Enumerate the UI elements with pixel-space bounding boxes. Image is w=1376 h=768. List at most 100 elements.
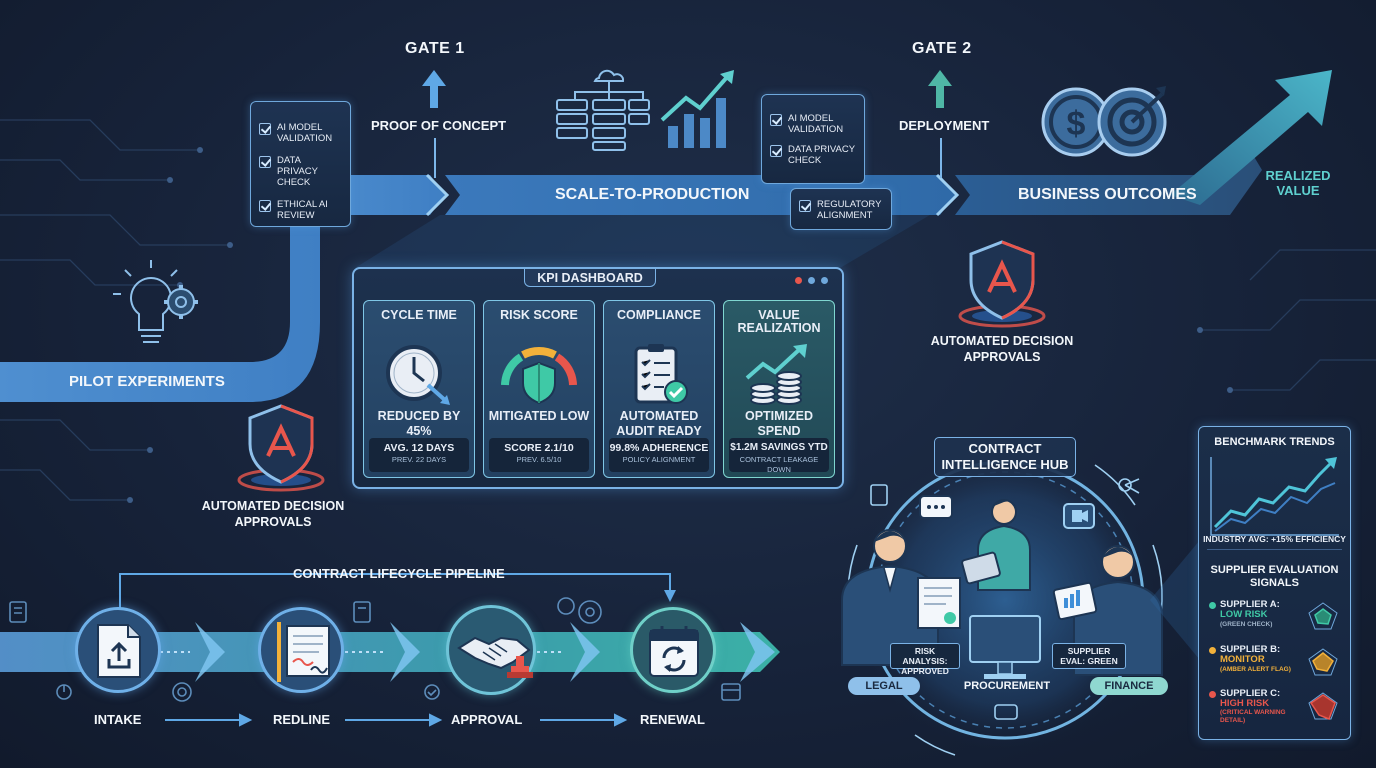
stage-realized-label: REALIZED VALUE	[1265, 168, 1331, 198]
hub-connector	[1150, 540, 1200, 660]
supplier-name: SUPPLIER B:	[1220, 644, 1281, 655]
stage-outcomes-label: BUSINESS OUTCOMES	[1018, 186, 1197, 203]
role-legal: LEGAL	[848, 677, 920, 695]
signals-title: SUPPLIER EVALUATION SIGNALS	[1210, 564, 1339, 589]
hub-title: CONTRACT INTELLIGENCE HUB	[941, 441, 1069, 472]
window-controls	[795, 277, 828, 284]
growth-chart-icon	[660, 70, 734, 148]
kpi-card-tiny: PREV. 6.5/10	[516, 455, 562, 464]
kpi-card-cycle-time: CYCLE TIME REDUCED BY 45% AVG. 12 DAYS P…	[363, 300, 475, 478]
kpi-card-title: RISK SCORE	[500, 308, 578, 322]
pipeline-step-label: INTAKE	[94, 712, 142, 727]
lightbulb-gear-icon	[113, 260, 198, 343]
supplier-note: (AMBER ALERT FLAG)	[1220, 666, 1291, 673]
checklist-item: DATA PRIVACY CHECK	[770, 144, 857, 166]
gate-2-title: GATE 2	[912, 40, 972, 57]
role-procurement: PROCUREMENT	[963, 680, 1051, 692]
kpi-card-tiny: CONTRACT LEAKAGE DOWN	[739, 455, 819, 474]
up-arrow-icon	[928, 70, 952, 108]
role-finance: FINANCE	[1090, 677, 1168, 695]
benchmark-trend-chart	[1210, 457, 1339, 536]
supplier-c-radar-icon	[1308, 692, 1338, 720]
supplier-eval-tag: SUPPLIER EVAL: GREEN	[1052, 643, 1126, 669]
pipeline-step-label: APPROVAL	[451, 712, 523, 727]
kpi-card-tiny: POLICY ALIGNMENT	[622, 455, 696, 464]
calendar-refresh-icon	[649, 626, 699, 677]
window-dot-icon	[795, 277, 802, 284]
checkbox-checked-icon	[259, 200, 271, 212]
kpi-card-footer: $1.2M SAVINGS YTD CONTRACT LEAKAGE DOWN	[729, 438, 829, 474]
checklist-item-label: REGULATORY ALIGNMENT	[817, 199, 882, 221]
server-cloud-icon	[556, 69, 650, 151]
kpi-card-sub: SCORE 2.1/10	[504, 442, 574, 454]
clock-icon	[364, 339, 474, 409]
kpi-dashboard-title: KPI DASHBOARD	[524, 269, 656, 287]
pipeline-graphic	[0, 573, 780, 727]
checklist-item-label: DATA PRIVACY CHECK	[788, 144, 855, 166]
checkbox-checked-icon	[799, 200, 811, 212]
stage-scale-label: SCALE-TO-PRODUCTION	[555, 186, 750, 203]
pipeline-step-label: REDLINE	[273, 712, 331, 727]
kpi-card-sub: 99.8% ADHERENCE	[609, 442, 709, 454]
approvals-right-label: AUTOMATED DECISION APPROVALS	[930, 334, 1074, 364]
benchmark-panel: BENCHMARK TRENDS INDUSTRY AVG: +15% EFFI…	[1198, 426, 1351, 740]
supplier-status: LOW RISK	[1220, 609, 1268, 620]
shield-approval-icon	[237, 404, 325, 492]
clipboard-check-icon	[604, 339, 714, 409]
checklist-item: ETHICAL AI REVIEW	[259, 199, 343, 221]
approvals-left-label: AUTOMATED DECISION APPROVALS	[201, 499, 345, 529]
checklist-item: AI MODEL VALIDATION	[770, 113, 857, 135]
pipeline-step-redline[interactable]	[258, 607, 344, 693]
hub-title-box	[934, 437, 1076, 477]
kpi-card-main: REDUCED BY 45%	[377, 409, 461, 438]
shield-approval-icon	[958, 240, 1046, 328]
gate-1-label: PROOF OF CONCEPT	[371, 118, 507, 133]
checklist-item: DATA PRIVACY CHECK	[259, 155, 343, 188]
status-dot-icon	[1209, 691, 1216, 698]
kpi-card-risk-score: RISK SCORE MITIGATED LOW SCORE 2.1/10 PR…	[483, 300, 595, 478]
checklist-item-label: AI MODEL VALIDATION	[277, 122, 333, 144]
supplier-name: SUPPLIER A:	[1220, 599, 1280, 610]
risk-analysis-text: RISK ANALYSIS: APPROVED	[901, 646, 949, 676]
pipeline-step-intake[interactable]	[75, 607, 161, 693]
supplier-name: SUPPLIER C:	[1220, 688, 1281, 699]
status-dot-icon	[1209, 647, 1216, 654]
supplier-c-row: SUPPLIER C: HIGH RISK (CRITICAL WARNING …	[1209, 689, 1344, 725]
pipeline-step-renewal[interactable]	[630, 607, 716, 693]
supplier-row: SUPPLIER A: LOW RISK (GREEN CHECK)	[1209, 600, 1344, 630]
checkbox-checked-icon	[770, 145, 782, 157]
pipeline-title: CONTRACT LIFECYCLE PIPELINE	[293, 566, 505, 581]
handshake-stamp-icon	[457, 636, 533, 678]
kpi-card-value-realization: VALUE REALIZATION OPTIMIZED SPEND $1.2M …	[723, 300, 835, 478]
supplier-b-radar-icon	[1308, 648, 1338, 676]
window-dot-icon	[808, 277, 815, 284]
supplier-row: SUPPLIER B: MONITOR (AMBER ALERT FLAG)	[1209, 645, 1344, 675]
coins-growth-icon	[724, 339, 834, 409]
supplier-eval-text: SUPPLIER EVAL: GREEN	[1060, 646, 1118, 666]
checklist-item-label: ETHICAL AI REVIEW	[277, 199, 328, 221]
up-arrow-icon	[422, 70, 446, 108]
supplier-status: HIGH RISK	[1220, 698, 1270, 709]
supplier-row: SUPPLIER C: HIGH RISK (CRITICAL WARNING …	[1209, 689, 1344, 725]
gauge-shield-icon	[484, 339, 594, 409]
kpi-card-title: VALUE REALIZATION	[737, 308, 821, 335]
checklist-item: REGULATORY ALIGNMENT	[799, 199, 884, 221]
checklist-item-label: DATA PRIVACY CHECK	[277, 155, 318, 188]
kpi-card-main: OPTIMIZED SPEND	[744, 409, 814, 438]
gate-2-label: DEPLOYMENT	[899, 118, 990, 133]
checklist-item-label: AI MODEL VALIDATION	[788, 113, 844, 135]
kpi-card-compliance: COMPLIANCE AUTOMATED AUDIT READY 99.8% A…	[603, 300, 715, 478]
checklist-item: AI MODEL VALIDATION	[259, 122, 343, 144]
supplier-a-row: SUPPLIER A: LOW RISK (GREEN CHECK)	[1209, 600, 1344, 630]
pipeline-step-label: RENEWAL	[640, 712, 705, 727]
checklist-card-gate-2: AI MODEL VALIDATION DATA PRIVACY CHECK	[761, 94, 865, 184]
benchmark-title: BENCHMARK TRENDS	[1214, 436, 1335, 448]
upload-document-icon	[97, 624, 141, 678]
supplier-note: (GREEN CHECK)	[1220, 621, 1273, 628]
checkbox-checked-icon	[770, 114, 782, 126]
pipeline-step-approval[interactable]	[446, 605, 536, 695]
supplier-note: (CRITICAL WARNING DETAIL)	[1220, 709, 1286, 724]
redline-document-icon	[277, 622, 330, 682]
supplier-a-radar-icon	[1308, 602, 1338, 630]
